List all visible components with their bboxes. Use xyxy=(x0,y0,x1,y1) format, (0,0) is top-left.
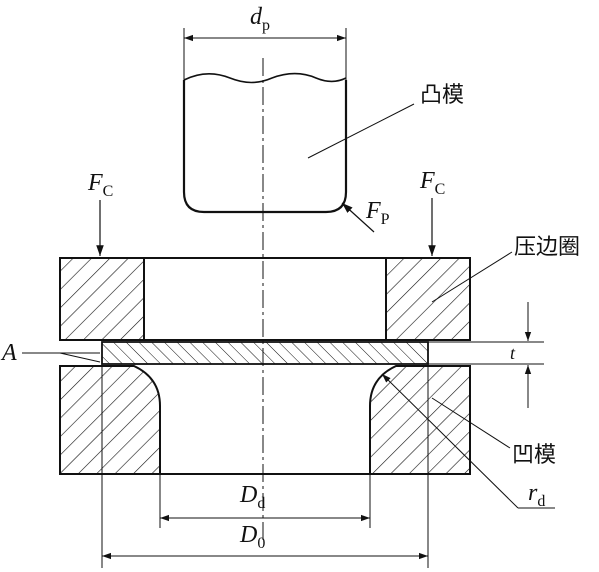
blank-holder-right xyxy=(385,257,471,341)
blank-holder-leader xyxy=(431,251,513,303)
blank-holder-label: 压边圈 xyxy=(514,235,580,260)
blank-diameter-label: D0 xyxy=(239,522,265,552)
rd-leader-diag xyxy=(381,373,519,509)
die-diameter-label: Dd xyxy=(239,482,265,512)
gap-label: A xyxy=(0,340,17,366)
punch-leader xyxy=(307,103,415,159)
blank-holder-left xyxy=(59,257,145,341)
thickness-label: t xyxy=(510,343,516,363)
punch-force-label: FP xyxy=(365,198,390,228)
die-radius-label: rd xyxy=(528,480,545,510)
die-right xyxy=(369,365,471,475)
punch-break-line xyxy=(183,72,347,84)
punch-diameter-label: dp xyxy=(250,4,270,34)
holder-force-left-label: FC xyxy=(87,170,113,200)
punch-body xyxy=(182,80,348,214)
holder-force-right-label: FC xyxy=(419,168,445,198)
die-leader xyxy=(431,397,511,449)
die-label: 凹模 xyxy=(512,443,556,468)
die-left xyxy=(59,365,161,475)
punch-label: 凸模 xyxy=(420,83,464,108)
fp-arrow xyxy=(341,202,375,233)
blank-sheet xyxy=(101,341,429,365)
gap-a-leader-2 xyxy=(59,352,101,363)
